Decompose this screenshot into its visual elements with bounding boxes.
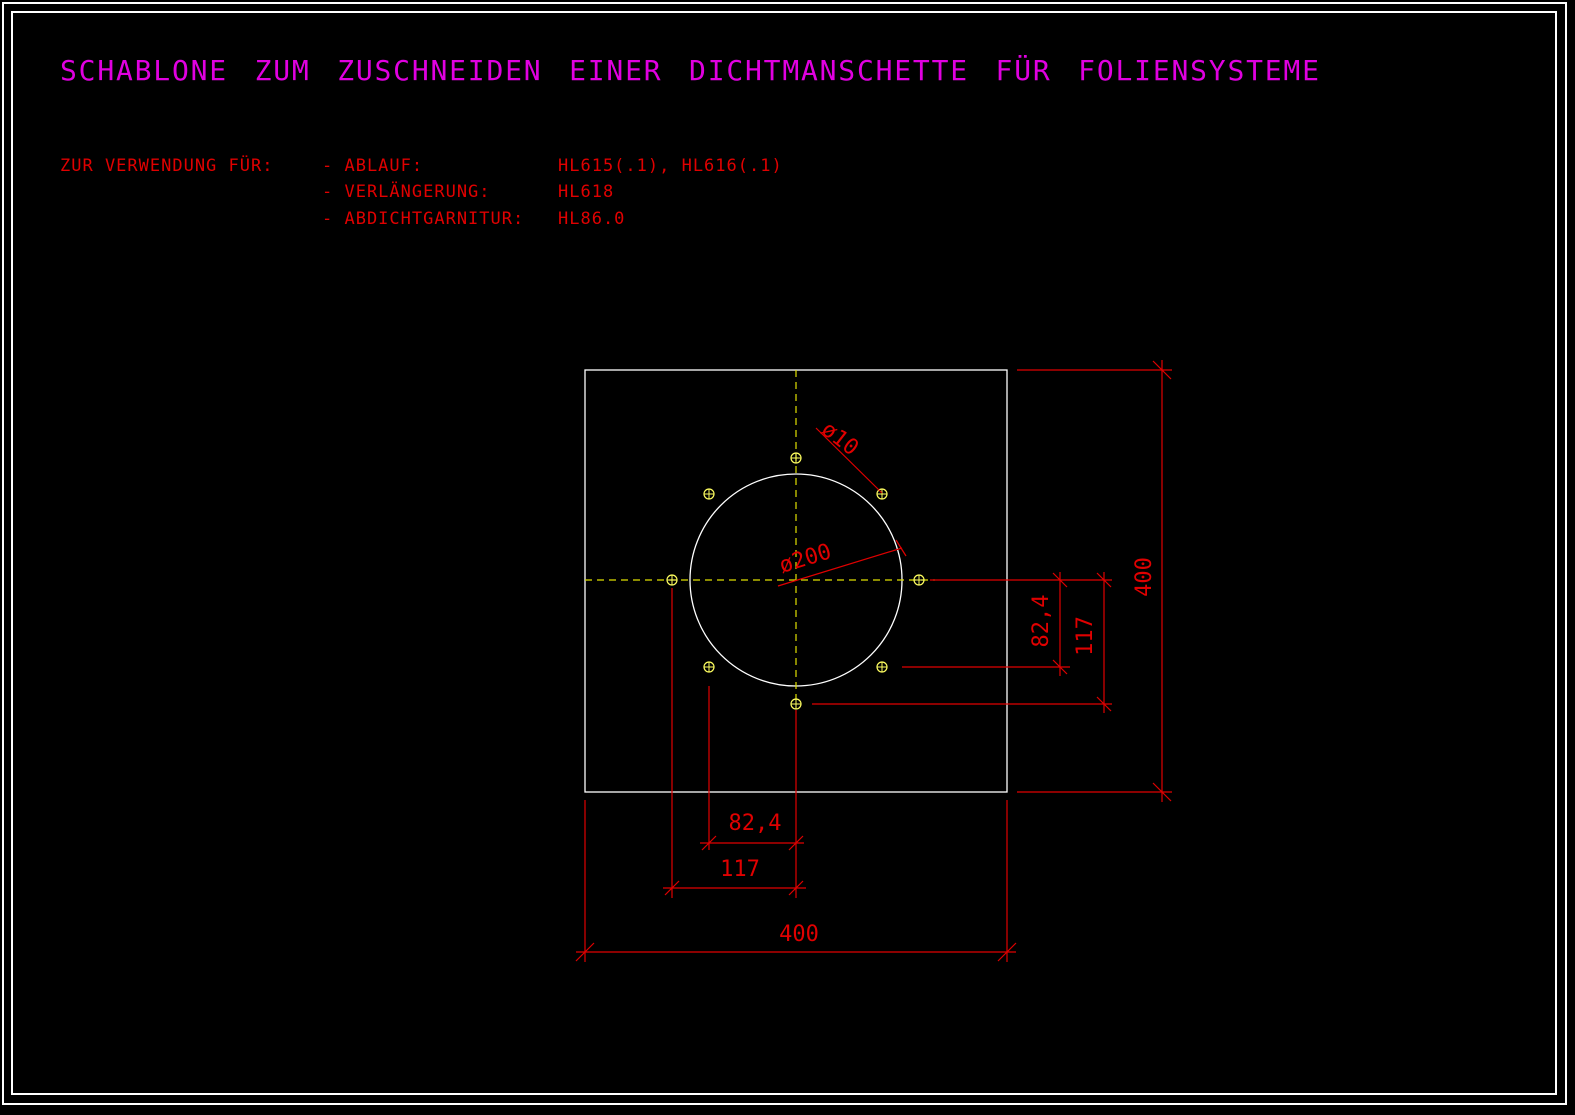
dimension-texts: ø10 ø200 82,4 117 400 82,4 117 400 (720, 417, 1157, 947)
dim-tick-82-4-v-a (1052, 572, 1068, 588)
dim-text-400-v: 400 (1132, 557, 1157, 597)
dim-tick-117-v-a (1096, 572, 1112, 588)
dimension-lines (575, 360, 1172, 962)
bolt-holes (666, 452, 925, 710)
dim-text-117-h: 117 (720, 857, 760, 882)
usage-value-verlaengerung: HL618 (558, 182, 615, 202)
dim-text-circle-diameter: ø200 (776, 539, 834, 578)
usage-value-abdichtgarnitur: HL86.0 (558, 209, 626, 229)
dim-tick-400-v-a (1152, 360, 1172, 380)
dim-text-82-4-v: 82,4 (1029, 595, 1054, 648)
circle-diameter-leader (777, 547, 903, 587)
dim-text-400-h: 400 (779, 922, 819, 947)
circle-diameter-tick (895, 539, 907, 557)
drawing-frame-inner (11, 11, 1557, 1095)
dim-text-hole-diameter: ø10 (816, 417, 863, 461)
dim-tick-400-h-a (575, 942, 595, 962)
dim-tick-400-v-b (1152, 782, 1172, 802)
usage-item-abdichtgarnitur: - ABDICHTGARNITUR: (322, 209, 525, 229)
dim-tick-400-h-b (997, 942, 1017, 962)
dim-tick-82-4-h-a (701, 835, 717, 851)
usage-label: ZUR VERWENDUNG FÜR: (60, 156, 274, 176)
dim-tick-117-h-a (664, 880, 680, 896)
dim-tick-117-h-b (788, 880, 804, 896)
drawing-title: SCHABLONE ZUM ZUSCHNEIDEN EINER DICHTMAN… (60, 54, 1321, 87)
dim-tick-117-v-b (1096, 696, 1112, 712)
dim-tick-82-4-v-b (1052, 659, 1068, 675)
hole-diameter-leader (815, 427, 883, 494)
dim-tick-82-4-h-b (788, 835, 804, 851)
usage-item-verlaengerung: - VERLÄNGERUNG: (322, 182, 491, 202)
usage-value-ablauf: HL615(.1), HL616(.1) (558, 156, 783, 176)
dim-text-117-v: 117 (1073, 616, 1098, 656)
dim-text-82-4-h: 82,4 (729, 811, 782, 836)
usage-item-ablauf: - ABLAUF: (322, 156, 424, 176)
